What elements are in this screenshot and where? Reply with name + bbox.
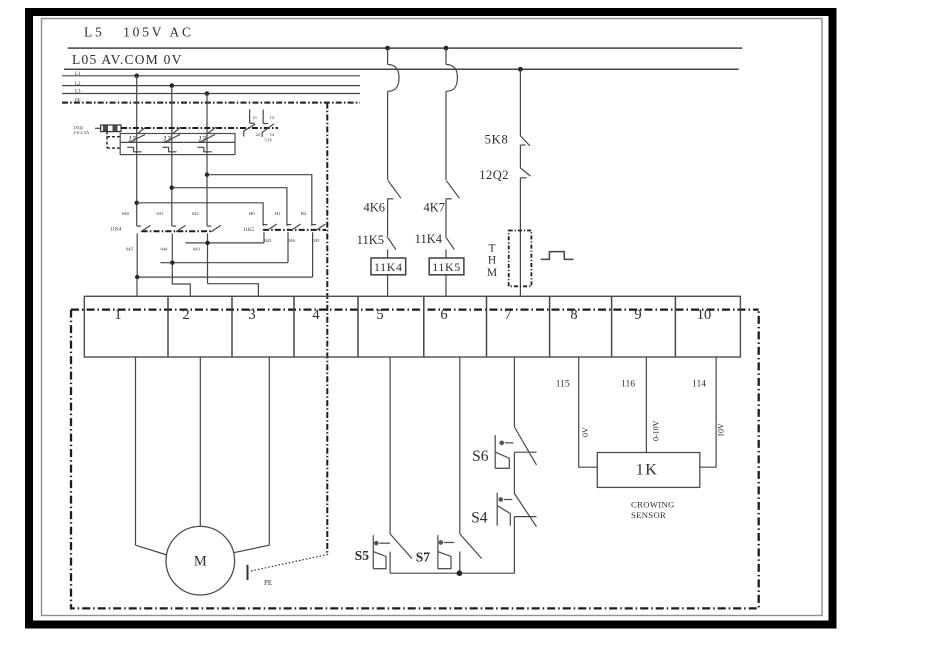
svg-text:T: T	[488, 243, 495, 255]
svg-text:11K5: 11K5	[357, 233, 384, 247]
svg-text:114: 114	[692, 380, 706, 390]
svg-text:4: 4	[312, 307, 320, 323]
svg-text:22: 22	[256, 132, 261, 137]
svg-text:H: H	[488, 255, 496, 267]
svg-text:H1: H1	[275, 211, 281, 216]
svg-text:7: 7	[504, 307, 511, 323]
svg-text:L5 105V AC: L5 105V AC	[84, 25, 194, 40]
svg-text:10: 10	[697, 307, 712, 323]
svg-text:1K: 1K	[636, 462, 659, 479]
svg-text:5K8: 5K8	[485, 133, 509, 147]
svg-text:045: 045	[126, 247, 134, 252]
svg-text:S4: S4	[471, 510, 488, 527]
svg-text:11K5: 11K5	[432, 260, 461, 274]
svg-text:040: 040	[122, 211, 130, 216]
svg-text:045: 045	[265, 238, 273, 243]
svg-text:S6: S6	[472, 448, 489, 465]
svg-text:L3: L3	[75, 90, 81, 95]
svg-text:13: 13	[128, 135, 136, 144]
svg-text:11K5: 11K5	[243, 227, 255, 233]
svg-text:0-10V: 0-10V	[652, 420, 661, 441]
svg-text:13Q2: 13Q2	[73, 125, 84, 130]
svg-text:046: 046	[288, 238, 296, 243]
svg-text:PE: PE	[264, 579, 272, 587]
svg-text:5/18: 5/18	[265, 138, 272, 143]
svg-text:S5: S5	[355, 548, 370, 563]
svg-text:5: 5	[376, 307, 383, 323]
svg-text:21: 21	[253, 115, 258, 120]
svg-text:11K4: 11K4	[374, 260, 403, 274]
svg-text:L05 AV.COM 0V: L05 AV.COM 0V	[72, 52, 183, 67]
svg-text:9: 9	[634, 307, 641, 323]
svg-text:2: 2	[182, 307, 189, 323]
svg-text:10V: 10V	[717, 423, 726, 437]
svg-text:6: 6	[440, 307, 447, 323]
svg-text:11K4: 11K4	[110, 227, 122, 233]
svg-text:041: 041	[157, 211, 165, 216]
svg-text:115: 115	[556, 380, 570, 390]
svg-text:0V: 0V	[581, 427, 590, 437]
svg-text:1.6-2.5A: 1.6-2.5A	[73, 130, 90, 135]
svg-text:13: 13	[270, 115, 275, 120]
svg-text:13: 13	[163, 135, 171, 144]
svg-text:045: 045	[313, 238, 321, 243]
svg-text:L1: L1	[75, 72, 81, 77]
svg-text:4K7: 4K7	[423, 201, 445, 215]
svg-text:043: 043	[193, 247, 201, 252]
svg-text:H0: H0	[249, 211, 255, 216]
svg-text:8: 8	[570, 307, 577, 323]
svg-text:042: 042	[192, 211, 200, 216]
svg-text:M: M	[487, 267, 497, 279]
svg-text:116: 116	[621, 380, 635, 390]
svg-text:14: 14	[270, 132, 275, 137]
svg-text:044: 044	[161, 247, 169, 252]
svg-text:CROWING: CROWING	[631, 500, 675, 510]
svg-text:H2: H2	[301, 211, 307, 216]
svg-text:4K6: 4K6	[363, 201, 385, 215]
svg-text:PE: PE	[75, 99, 81, 104]
svg-text:13: 13	[198, 135, 206, 144]
svg-text:SENSOR: SENSOR	[631, 510, 666, 520]
svg-text:M: M	[194, 554, 207, 570]
svg-text:S7: S7	[416, 550, 431, 565]
svg-text:L2: L2	[75, 82, 81, 87]
svg-text:11K4: 11K4	[415, 232, 443, 246]
svg-text:12Q2: 12Q2	[479, 168, 509, 182]
svg-text:1: 1	[114, 307, 121, 323]
svg-text:3: 3	[248, 307, 255, 323]
